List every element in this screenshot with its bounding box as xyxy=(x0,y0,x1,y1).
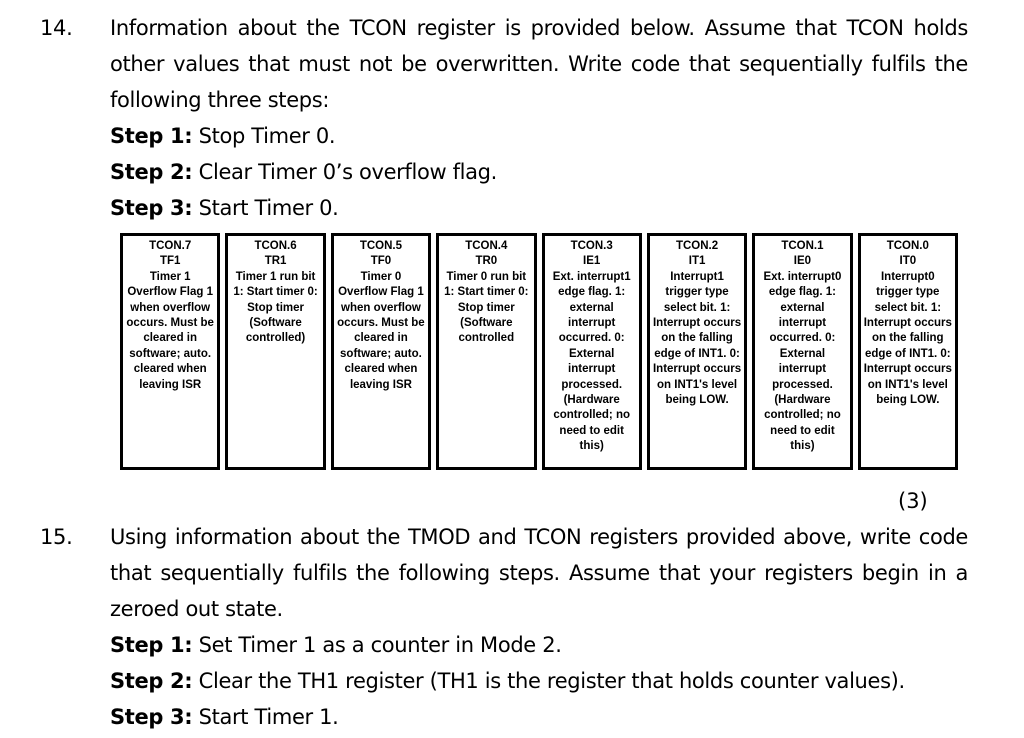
tcon-bit-name: IT0 xyxy=(899,255,917,268)
tcon-bit-name: IT1 xyxy=(688,255,706,268)
question-15-step-3: Step 3: Start Timer 1. xyxy=(110,699,968,735)
question-14-step-1: Step 1: Stop Timer 0. xyxy=(110,118,968,154)
step-label: Step 2: xyxy=(110,669,193,693)
tcon-bit-label: TCON.6 xyxy=(254,240,297,252)
question-15-number: 15. xyxy=(40,525,73,549)
question-14-body: Information about the TCON register is p… xyxy=(110,10,968,226)
tcon-bit-label: TCON.0 xyxy=(886,240,929,252)
question-14-step-3: Step 3: Start Timer 0. xyxy=(110,190,968,226)
question-14-number: 14. xyxy=(40,16,73,40)
tcon-bit-description: Interrupt0 trigger type select bit. 1: I… xyxy=(863,270,952,407)
tcon-bit-name: TF1 xyxy=(159,255,181,268)
step-label: Step 1: xyxy=(110,633,193,657)
question-14-marks: (3) xyxy=(898,489,928,513)
tcon-bit-cell-1: TCON.1 IE0 Ext. interrupt0 edge flag. 1:… xyxy=(752,233,853,470)
tcon-bit-cell-7: TCON.7 TF1 Timer 1 Overflow Flag 1 when … xyxy=(120,233,221,470)
tcon-bit-cell-2: TCON.2 IT1 Interrupt1 trigger type selec… xyxy=(646,233,748,470)
question-15-paragraph: Using information about the TMOD and TCO… xyxy=(110,525,968,621)
step-text: Clear the TH1 register (TH1 is the regis… xyxy=(198,669,906,693)
tcon-register-table: TCON.7 TF1 Timer 1 Overflow Flag 1 when … xyxy=(120,233,958,470)
step-text: Start Timer 0. xyxy=(198,196,339,220)
tcon-bit-label: TCON.3 xyxy=(570,240,613,252)
question-15-step-2: Step 2: Clear the TH1 register (TH1 is t… xyxy=(110,663,968,699)
tcon-bit-description: Ext. interrupt1 edge flag. 1: external i… xyxy=(552,270,631,453)
step-label: Step 3: xyxy=(110,705,193,729)
step-label: Step 1: xyxy=(110,124,193,148)
step-label: Step 3: xyxy=(110,196,193,220)
tcon-bit-name: IE0 xyxy=(793,255,812,268)
step-text: Set Timer 1 as a counter in Mode 2. xyxy=(198,633,562,657)
tcon-bit-description: Timer 1 run bit 1: Start timer 0: Stop t… xyxy=(233,270,318,345)
tcon-bit-cell-4: TCON.4 TR0 Timer 0 run bit 1: Start time… xyxy=(436,233,537,470)
question-14-step-2: Step 2: Clear Timer 0’s overflow flag. xyxy=(110,154,968,190)
tcon-bit-description: Timer 0 Overflow Flag 1 when overflow oc… xyxy=(337,270,425,391)
step-text: Stop Timer 0. xyxy=(198,124,336,148)
tcon-bit-cell-3: TCON.3 IE1 Ext. interrupt1 edge flag. 1:… xyxy=(541,233,642,470)
step-text: Clear Timer 0’s overflow flag. xyxy=(198,160,498,184)
tcon-bit-name: IE1 xyxy=(583,255,601,268)
tcon-bit-label: TCON.1 xyxy=(781,240,824,252)
question-15-body: Using information about the TMOD and TCO… xyxy=(110,519,968,735)
tcon-bit-name: TR0 xyxy=(475,255,498,268)
tcon-bit-cell-5: TCON.5 TF0 Timer 0 Overflow Flag 1 when … xyxy=(330,233,432,470)
tcon-bit-label: TCON.7 xyxy=(149,240,192,252)
tcon-bit-description: Timer 0 run bit 1: Start timer 0: Stop t… xyxy=(444,270,529,345)
step-label: Step 2: xyxy=(110,160,193,184)
tcon-bit-description: Timer 1 Overflow Flag 1 when overflow oc… xyxy=(126,270,214,391)
question-14-paragraph: Information about the TCON register is p… xyxy=(110,16,968,112)
tcon-bit-name: TR1 xyxy=(264,255,287,268)
tcon-bit-name: TF0 xyxy=(370,255,392,268)
tcon-bit-description: Interrupt1 trigger type select bit. 1: I… xyxy=(652,270,742,407)
step-text: Start Timer 1. xyxy=(198,705,339,729)
tcon-bit-label: TCON.5 xyxy=(359,240,403,252)
tcon-bit-label: TCON.4 xyxy=(465,240,508,252)
tcon-bit-label: TCON.2 xyxy=(675,240,719,252)
tcon-bit-cell-0: TCON.0 IT0 Interrupt0 trigger type selec… xyxy=(857,233,958,470)
question-15-step-1: Step 1: Set Timer 1 as a counter in Mode… xyxy=(110,627,968,663)
tcon-bit-description: Ext. interrupt0 edge flag. 1: external i… xyxy=(763,270,842,453)
tcon-bit-cell-6: TCON.6 TR1 Timer 1 run bit 1: Start time… xyxy=(225,233,326,470)
